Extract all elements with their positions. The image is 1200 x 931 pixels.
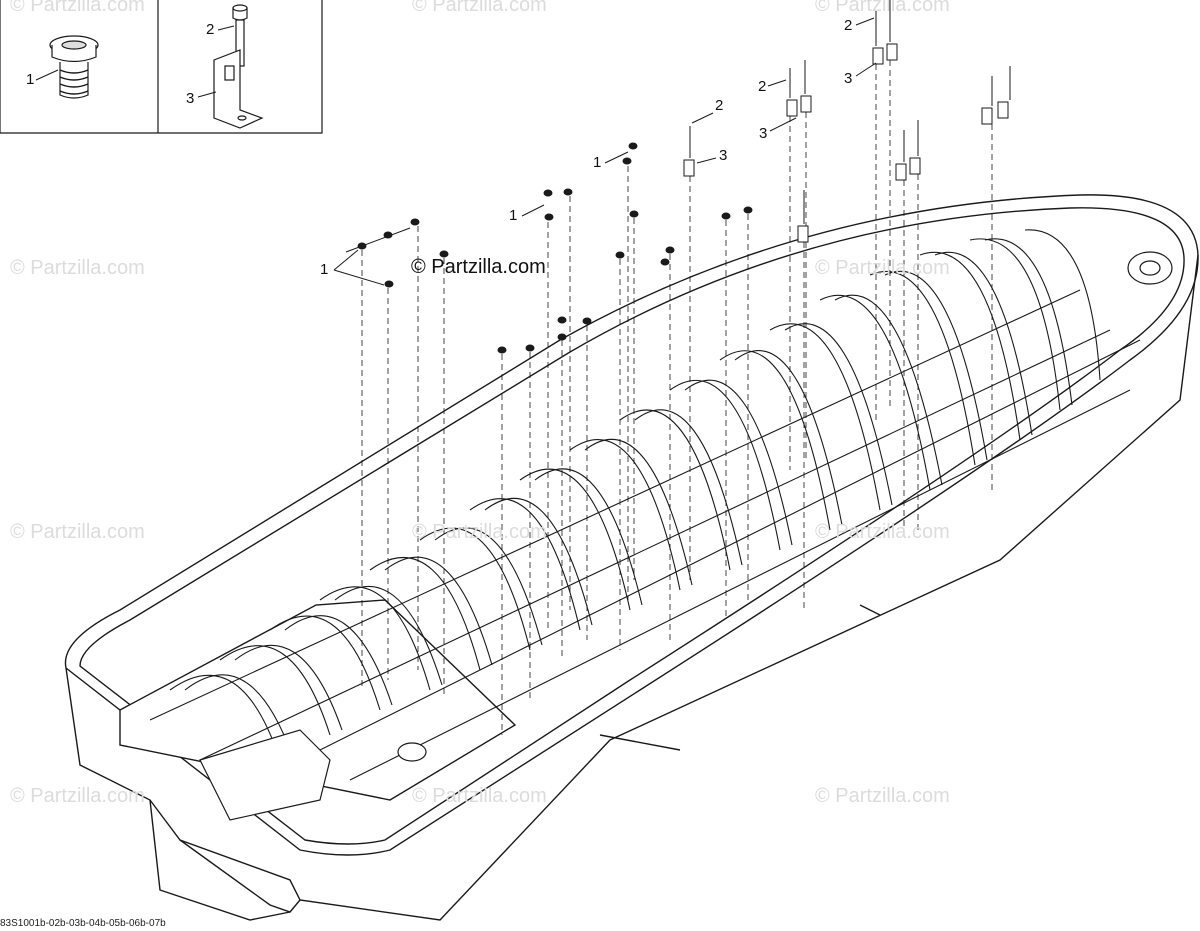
- screw-icon: [629, 210, 639, 580]
- watermark: © Partzilla.com: [815, 0, 950, 16]
- callout-2: 2: [758, 78, 767, 95]
- screw-icon: [665, 246, 675, 640]
- leader-line: [35, 69, 59, 81]
- callout-2: 2: [715, 97, 724, 114]
- screw-icon: [497, 346, 507, 735]
- watermark: © Partzilla.com: [815, 521, 950, 543]
- bracket-icon: [872, 0, 898, 420]
- callout-3: 3: [759, 125, 768, 142]
- screw-icon: [544, 213, 554, 221]
- screw-icon: [384, 280, 394, 288]
- callout-2: 2: [844, 17, 853, 34]
- callout-1: 1: [26, 71, 35, 88]
- watermark: © Partzilla.com: [815, 257, 950, 279]
- screw-icon: [622, 157, 632, 600]
- bracket-icon: [213, 49, 264, 129]
- watermark: © Partzilla.com: [815, 785, 950, 807]
- screw-icon: [660, 258, 670, 266]
- watermark: © Partzilla.com: [10, 257, 145, 279]
- screw-icon: [557, 316, 567, 660]
- screw-icon: [721, 212, 731, 620]
- callout-1: 1: [320, 261, 329, 278]
- bracket-icon: [786, 60, 812, 470]
- bracket-icon: [683, 126, 695, 580]
- drawing-number: 83S1001b-02b-03b-04b-05b-06b-07b: [0, 918, 166, 929]
- leader-lines: [333, 17, 877, 286]
- watermark: © Partzilla.com: [412, 521, 547, 543]
- watermark: © Partzilla.com: [10, 0, 145, 16]
- callout-3: 3: [719, 147, 728, 164]
- callout-3: 3: [186, 90, 195, 107]
- callout-1: 1: [509, 207, 518, 224]
- leader-line: [197, 91, 217, 98]
- legend-box: [0, 0, 323, 134]
- watermark: © Partzilla.com: [10, 785, 145, 807]
- callout-3: 3: [844, 70, 853, 87]
- bracket-icon: [895, 120, 921, 540]
- screw-icon: [563, 188, 573, 610]
- watermark: © Partzilla.com: [412, 0, 547, 16]
- callout-1: 1: [593, 154, 602, 171]
- screw-icon: [628, 142, 638, 150]
- hull-ribs: [149, 229, 1141, 781]
- screw-icon: [582, 317, 592, 640]
- screw-icon: [743, 206, 753, 600]
- screw-icon: [557, 333, 567, 341]
- watermark: © Partzilla.com: [412, 785, 547, 807]
- watermark: © Partzilla.com: [10, 521, 145, 543]
- bracket-icon: [981, 66, 1011, 490]
- bow-fitting: [1127, 251, 1173, 285]
- screw-icon: [615, 251, 625, 650]
- screw-icon: [410, 218, 420, 670]
- bracket-icon: [797, 190, 809, 610]
- rear-housing: [199, 729, 427, 821]
- threaded-plug-icon: [49, 35, 99, 99]
- fastener-set: [357, 0, 1011, 735]
- leader-line: [217, 25, 235, 31]
- screw-icon: [543, 189, 553, 630]
- callout-2: 2: [206, 21, 215, 38]
- screw-icon: [525, 344, 535, 700]
- copyright-notice: © Partzilla.com: [411, 256, 546, 278]
- screw-icon: [439, 250, 449, 695]
